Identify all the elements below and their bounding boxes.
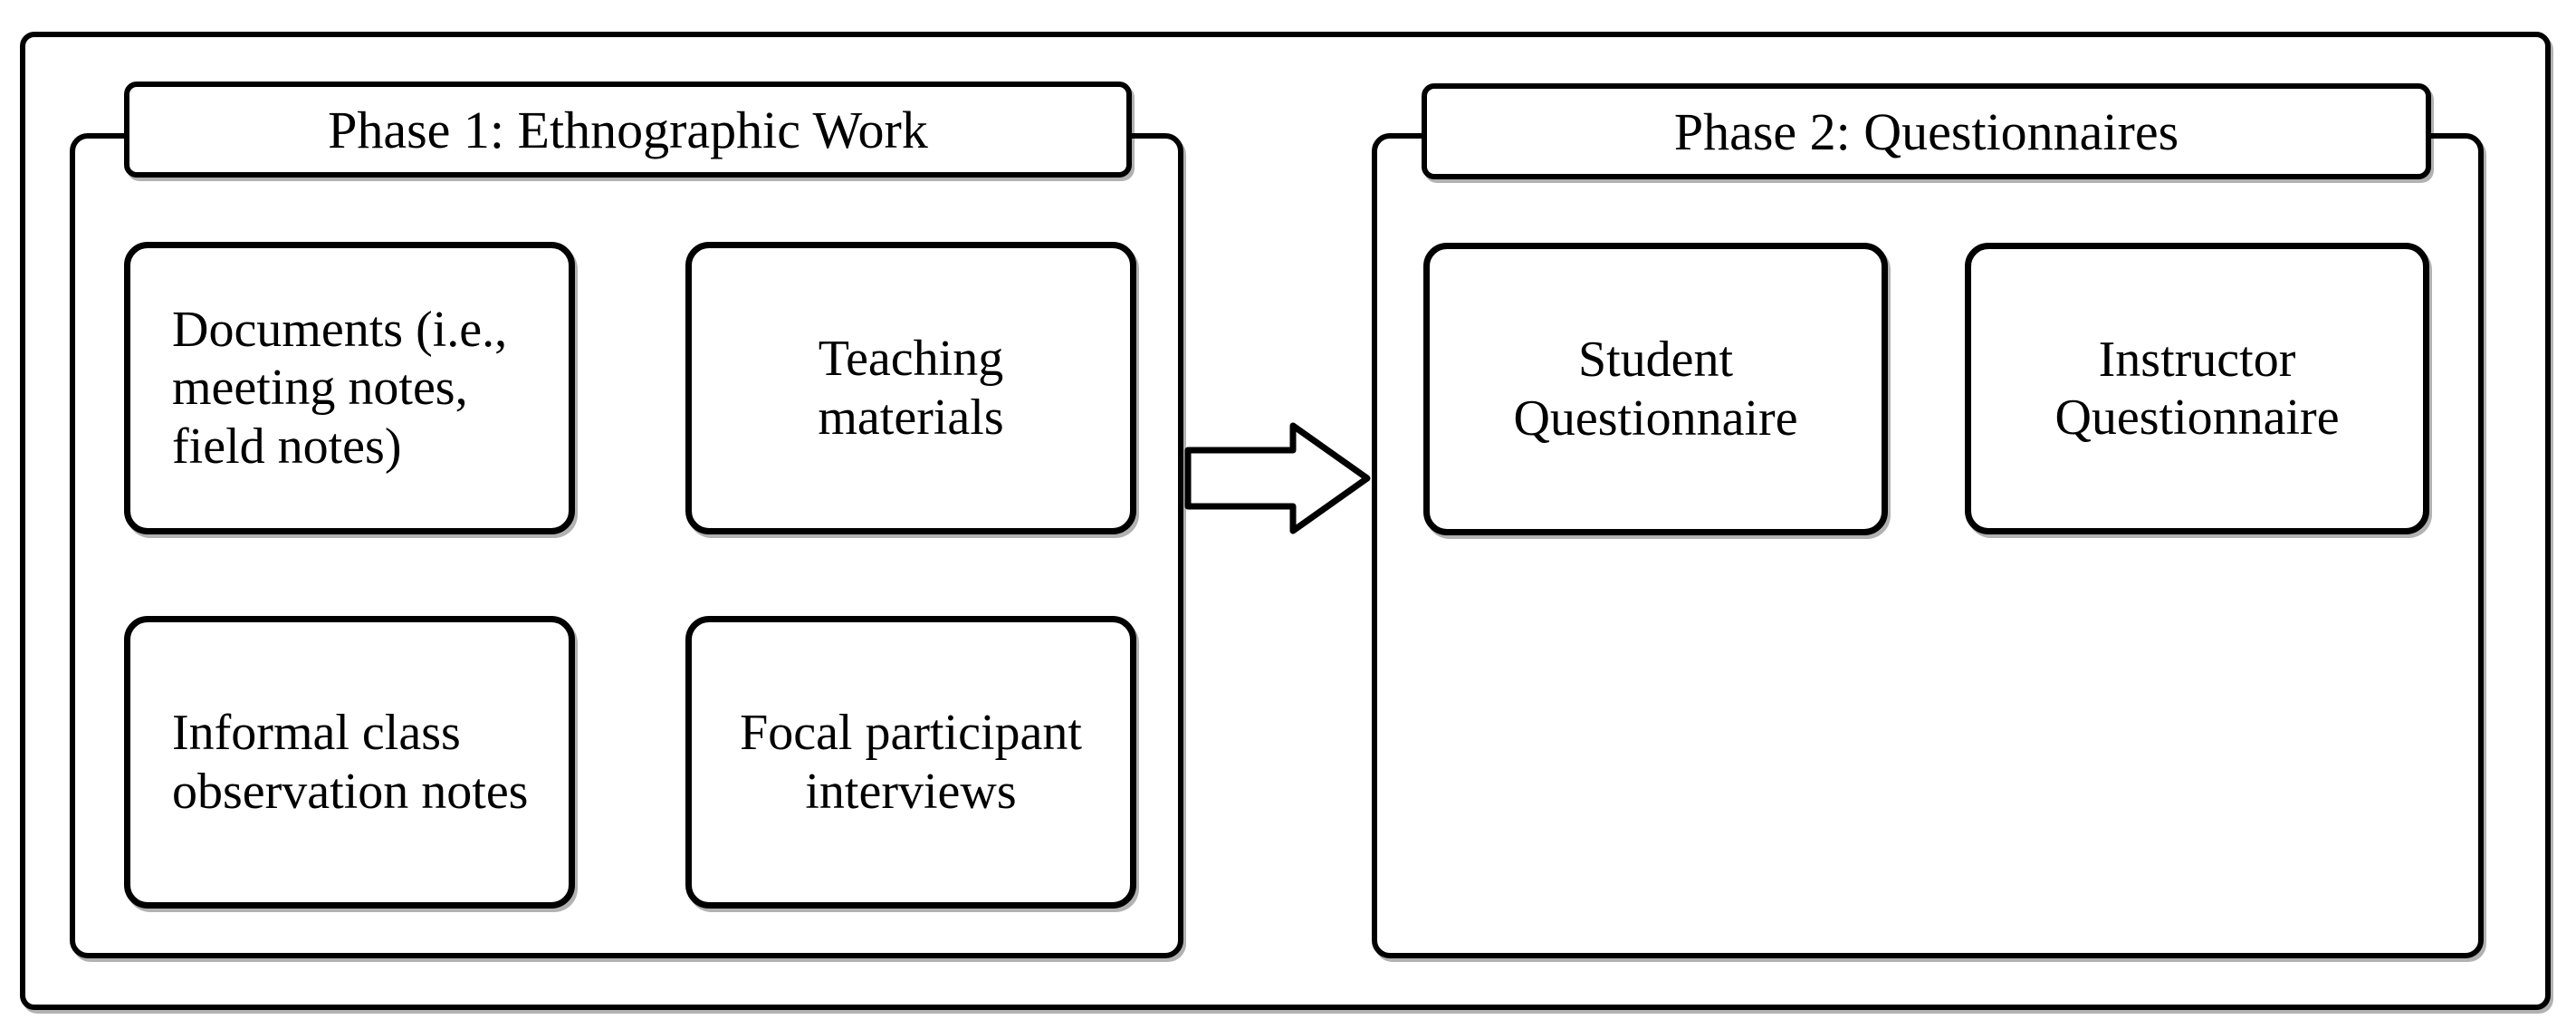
phase1-box-documents-label: Documents (i.e., meeting notes, field no…	[172, 301, 508, 475]
phase1-box-focal-interviews: Focal participant interviews	[685, 616, 1136, 909]
phase2-box-student-questionnaire: Student Questionnaire	[1423, 243, 1888, 535]
phase2-title-box: Phase 2: Questionnaires	[1422, 83, 2431, 179]
phase1-title-box: Phase 1: Ethnographic Work	[124, 82, 1132, 178]
phase1-box-teaching-materials: Teaching materials	[685, 242, 1136, 534]
phase2-box-student-questionnaire-label: Student Questionnaire	[1513, 332, 1798, 447]
phase1-box-focal-interviews-label: Focal participant interviews	[740, 705, 1082, 820]
phase1-box-informal-observation-label: Informal class observation notes	[172, 705, 529, 820]
phase1-box-teaching-materials-label: Teaching materials	[818, 331, 1004, 446]
phase2-box-instructor-questionnaire: Instructor Questionnaire	[1965, 243, 2429, 534]
phase2-title-label: Phase 2: Questionnaires	[1673, 101, 2179, 161]
phase1-title-label: Phase 1: Ethnographic Work	[328, 100, 928, 159]
phase2-box-instructor-questionnaire-label: Instructor Questionnaire	[2054, 331, 2340, 446]
phase1-box-informal-observation: Informal class observation notes	[124, 616, 575, 909]
phase1-box-documents: Documents (i.e., meeting notes, field no…	[124, 242, 575, 534]
